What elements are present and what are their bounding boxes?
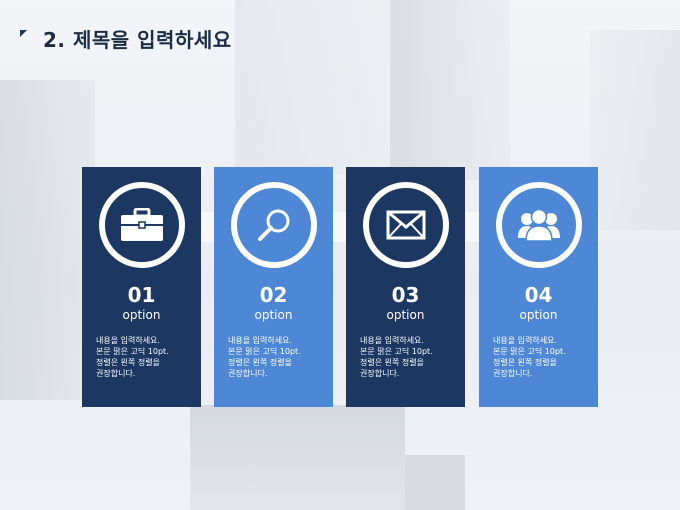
- magnifier-icon: [256, 207, 292, 243]
- description-line: 권장합니다.: [228, 369, 268, 378]
- background-building: [405, 455, 465, 510]
- slide-title[interactable]: 2. 제목을 입력하세요: [43, 27, 232, 52]
- description-line: 내용을 입력하세요.: [228, 336, 292, 345]
- option-description[interactable]: 내용을 입력하세요. 본문 맑은 고딕 10pt. 정렬은 왼쪽 정렬을 권장합…: [360, 335, 459, 379]
- description-line: 본문 맑은 고딕 10pt.: [360, 347, 433, 356]
- description-line: 정렬은 왼쪽 정렬을: [96, 358, 160, 367]
- briefcase-icon: [120, 208, 164, 242]
- option-label: option: [122, 308, 161, 322]
- description-line: 권장합니다.: [360, 369, 400, 378]
- option-label: option: [519, 308, 558, 322]
- description-line: 정렬은 왼쪽 정렬을: [360, 358, 424, 367]
- icon-circle: [230, 182, 317, 268]
- background-building: [390, 0, 510, 180]
- slide-header: 2. 제목을 입력하세요: [20, 24, 232, 52]
- people-icon: [517, 208, 561, 242]
- description-line: 본문 맑은 고딕 10pt.: [493, 347, 566, 356]
- description-line: 내용을 입력하세요.: [493, 336, 557, 345]
- description-line: 권장합니다.: [96, 369, 136, 378]
- description-line: 정렬은 왼쪽 정렬을: [228, 358, 292, 367]
- option-card-2[interactable]: 02 option 내용을 입력하세요. 본문 맑은 고딕 10pt. 정렬은 …: [214, 167, 333, 407]
- icon-circle: [98, 182, 185, 268]
- option-number: 01: [127, 283, 156, 307]
- description-line: 본문 맑은 고딕 10pt.: [228, 347, 301, 356]
- description-line: 본문 맑은 고딕 10pt.: [96, 347, 169, 356]
- option-number: 02: [259, 283, 288, 307]
- option-description[interactable]: 내용을 입력하세요. 본문 맑은 고딕 10pt. 정렬은 왼쪽 정렬을 권장합…: [96, 335, 195, 379]
- option-number: 03: [391, 283, 420, 307]
- background-building: [590, 30, 680, 230]
- description-line: 권장합니다.: [493, 369, 533, 378]
- icon-circle: [362, 182, 449, 268]
- option-card-4[interactable]: 04 option 내용을 입력하세요. 본문 맑은 고딕 10pt. 정렬은 …: [479, 167, 598, 407]
- background-building: [0, 80, 95, 400]
- envelope-icon: [386, 210, 426, 240]
- option-description[interactable]: 내용을 입력하세요. 본문 맑은 고딕 10pt. 정렬은 왼쪽 정렬을 권장합…: [493, 335, 592, 379]
- description-line: 내용을 입력하세요.: [96, 336, 160, 345]
- option-number: 04: [524, 283, 553, 307]
- background-building: [190, 405, 405, 510]
- description-line: 정렬은 왼쪽 정렬을: [493, 358, 557, 367]
- option-card-3[interactable]: 03 option 내용을 입력하세요. 본문 맑은 고딕 10pt. 정렬은 …: [346, 167, 465, 407]
- option-label: option: [254, 308, 293, 322]
- description-line: 내용을 입력하세요.: [360, 336, 424, 345]
- option-card-1[interactable]: 01 option 내용을 입력하세요. 본문 맑은 고딕 10pt. 정렬은 …: [82, 167, 201, 407]
- option-label: option: [386, 308, 425, 322]
- title-accent-icon: [20, 29, 27, 37]
- option-description[interactable]: 내용을 입력하세요. 본문 맑은 고딕 10pt. 정렬은 왼쪽 정렬을 권장합…: [228, 335, 327, 379]
- icon-circle: [495, 182, 582, 268]
